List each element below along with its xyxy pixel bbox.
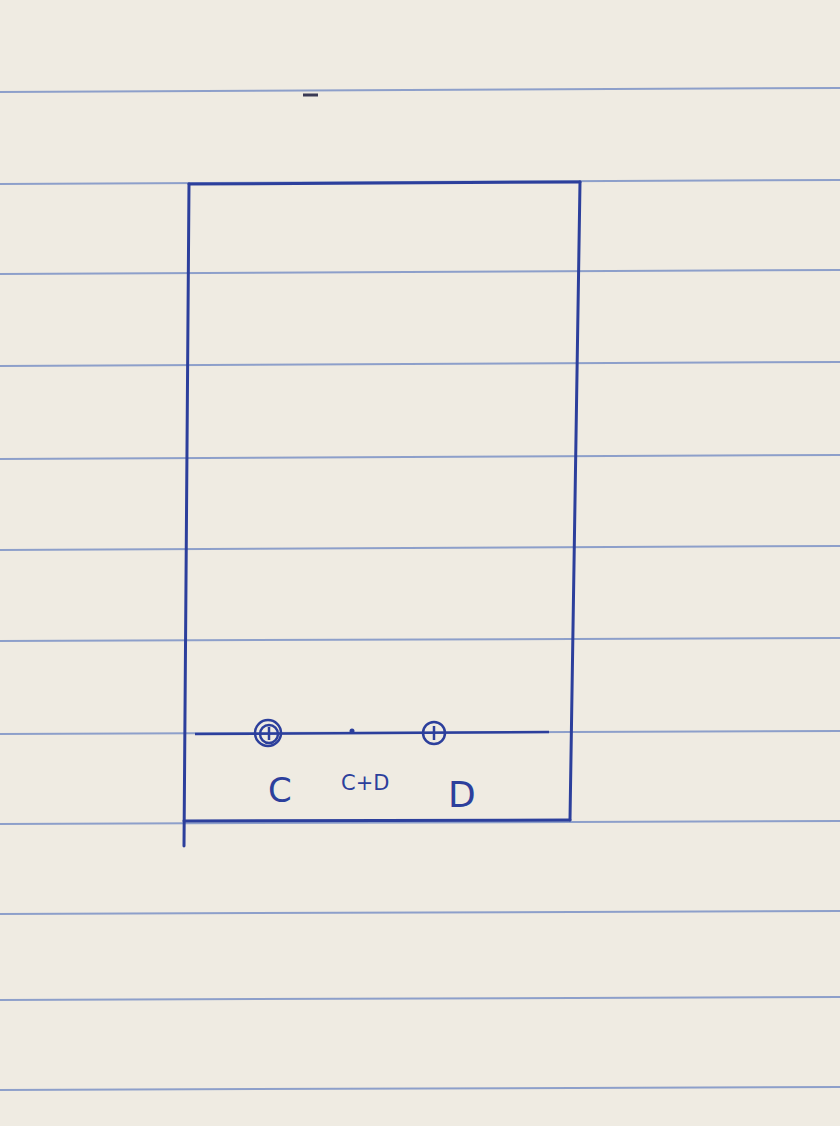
baseline: [195, 732, 549, 734]
circled-point-c: [255, 720, 281, 746]
point-label: C: [268, 773, 292, 807]
point-label: D: [448, 777, 476, 813]
midpoint-dot: [350, 729, 355, 734]
ruled-lines: [0, 88, 840, 1090]
rectangle-outline: [184, 182, 580, 846]
circled-point-d: [423, 722, 445, 744]
pen-mark: [303, 94, 318, 97]
point-label: C+D: [341, 773, 389, 794]
